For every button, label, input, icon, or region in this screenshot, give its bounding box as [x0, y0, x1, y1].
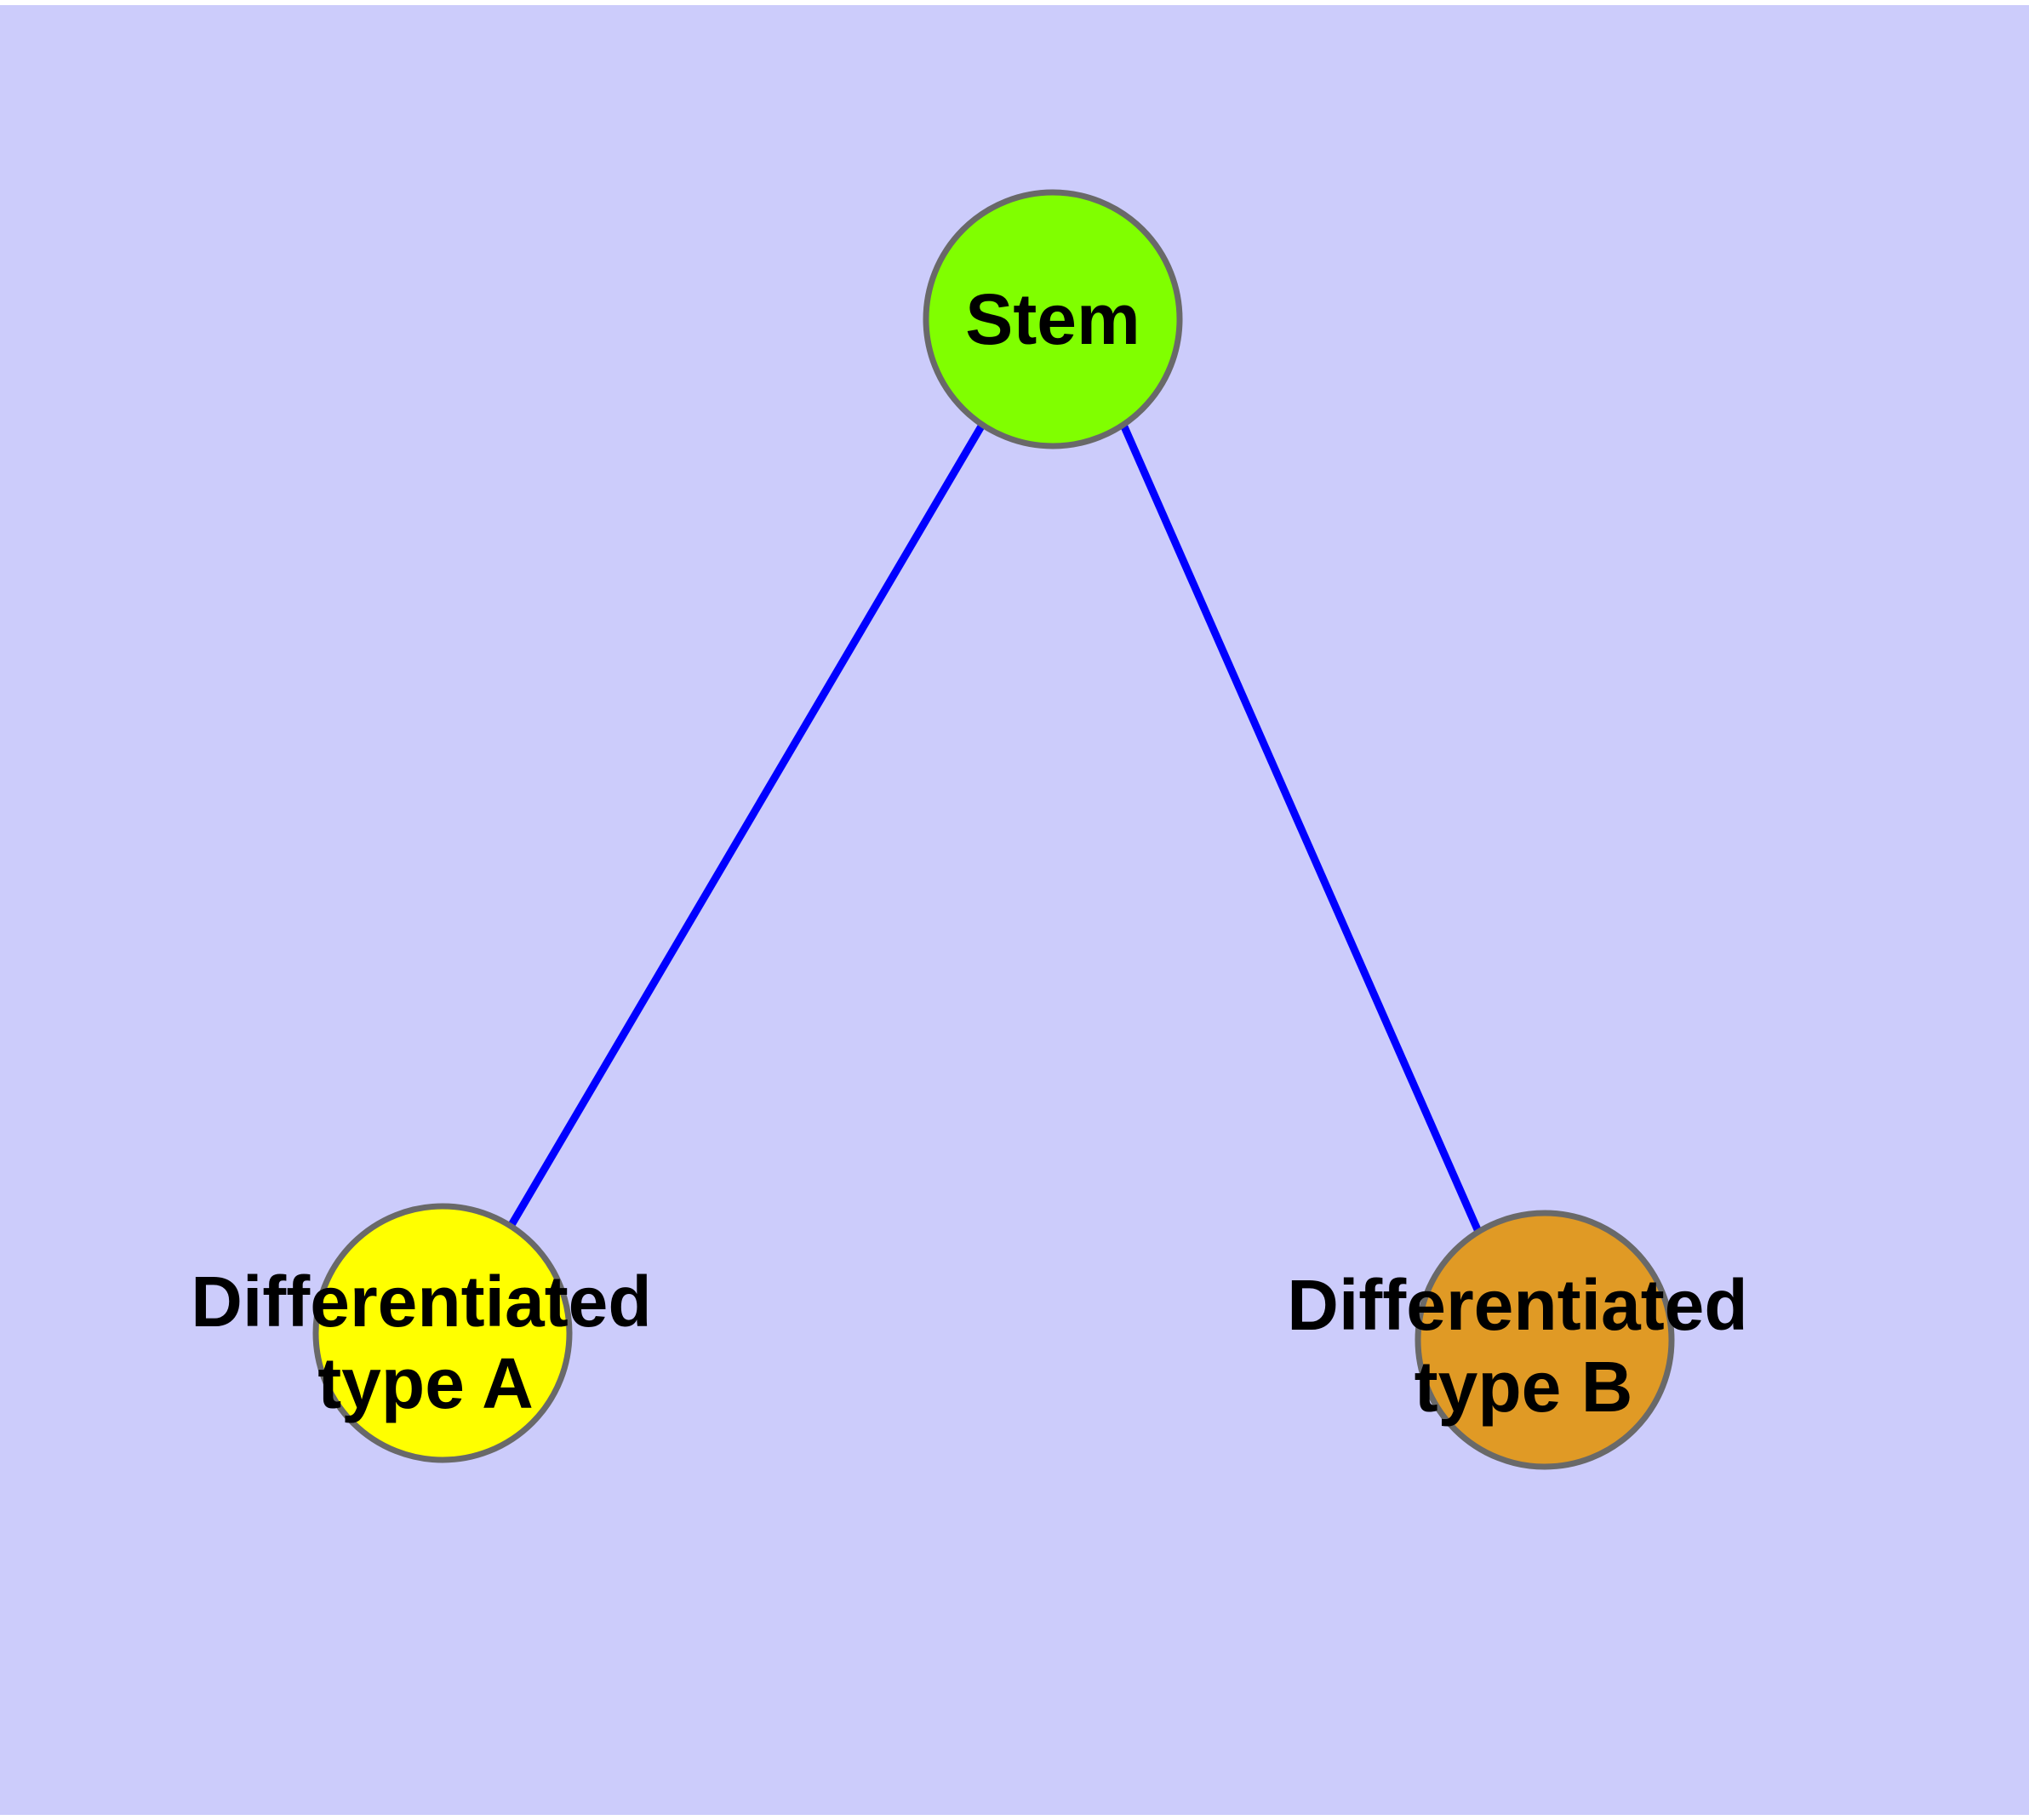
node-diff-b-circle[interactable]: [1415, 1210, 1675, 1470]
node-diff-a-circle[interactable]: [312, 1203, 573, 1463]
node-diff-a[interactable]: [312, 1203, 573, 1463]
edge-stem-to-diff-a[interactable]: [506, 422, 986, 1232]
cell-lineage-graph: Stem Differentiated type A Differentiate…: [191, 189, 1748, 1470]
diagram-canvas: Stem Differentiated type A Differentiate…: [0, 5, 2029, 1815]
node-diff-b[interactable]: [1415, 1210, 1675, 1470]
node-diff-a-label-line-1: Differentiated: [191, 1262, 651, 1342]
node-diff-b-label-line-1: Differentiated: [1287, 1265, 1747, 1345]
edge-stem-to-diff-b[interactable]: [1119, 423, 1483, 1235]
node-diff-b-label-line-2: type B: [1415, 1347, 1633, 1427]
node-stem-label: Stem: [965, 279, 1140, 359]
node-stem[interactable]: [923, 189, 1183, 449]
edge-layer: [506, 422, 1483, 1235]
node-stem-circle[interactable]: [923, 189, 1183, 449]
node-diff-a-label-line-2: type A: [317, 1343, 534, 1423]
node-layer: [312, 189, 1675, 1470]
label-layer: Stem Differentiated type A Differentiate…: [191, 279, 1747, 1427]
